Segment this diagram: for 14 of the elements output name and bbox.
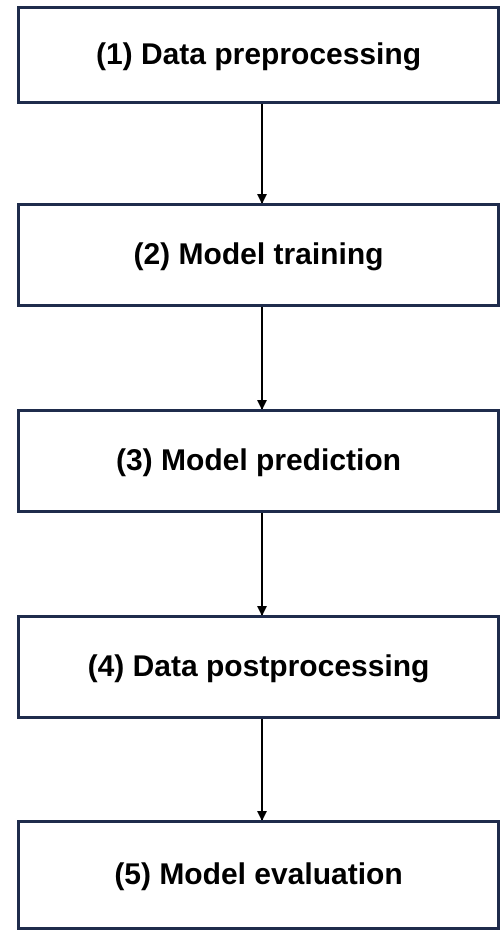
step-label: (3) Model prediction — [116, 443, 401, 480]
process-box — [17, 820, 500, 930]
process-box — [17, 203, 500, 307]
arrow — [257, 104, 267, 204]
process-box — [17, 409, 500, 513]
arrow — [257, 307, 267, 410]
step-label: (2) Model training — [134, 237, 384, 274]
step-label: (5) Model evaluation — [114, 857, 403, 894]
process-box — [17, 6, 500, 104]
step-label: (1) Data preprocessing — [96, 37, 422, 74]
arrow — [257, 513, 267, 616]
arrow — [257, 719, 267, 821]
step-label: (4) Data postprocessing — [88, 649, 430, 686]
process-box — [17, 615, 500, 719]
